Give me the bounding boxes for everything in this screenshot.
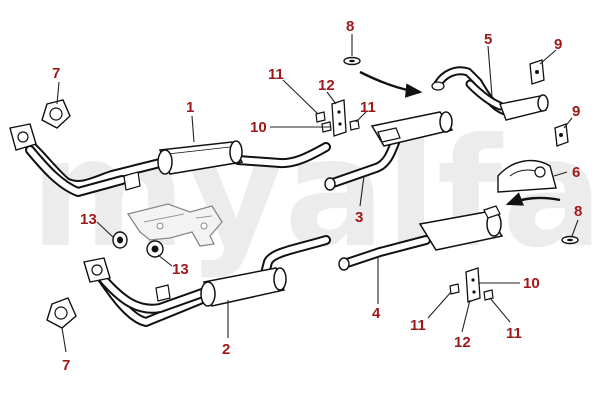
flange-gasket-7b[interactable] [46,297,77,329]
callout-7-top: 7 [52,65,60,82]
rear-silencer-3[interactable] [324,111,454,191]
nut-11d[interactable] [483,289,494,301]
callout-labels: 1 2 3 4 5 6 7 7 8 8 9 9 10 10 11 11 11 1… [52,18,582,374]
rubber-bushing-13b[interactable] [146,240,164,258]
callout-8-bottom: 8 [574,203,582,220]
callout-5: 5 [484,31,492,48]
front-pipe-silencer-2[interactable] [83,235,331,327]
callout-9-top: 9 [554,36,562,53]
callout-11-bottom-right: 11 [506,325,522,342]
mounting-plate-9a[interactable] [529,59,545,85]
rubber-ring-8b[interactable] [561,235,579,245]
callout-11-top-left: 11 [268,66,284,83]
callout-9-bottom: 9 [572,103,580,120]
callout-6: 6 [572,164,580,181]
nut-11a[interactable] [315,111,326,123]
callout-1: 1 [186,99,194,116]
nut-11c[interactable] [449,283,460,295]
rubber-bushing-13a[interactable] [112,231,128,249]
rubber-ring-8a[interactable] [343,56,361,66]
mounting-plate-9b[interactable] [554,123,569,147]
callout-4: 4 [372,305,381,322]
callout-10-top: 10 [250,119,267,136]
callout-2: 2 [222,341,230,358]
callout-7-bottom: 7 [62,357,70,374]
callout-13-bottom: 13 [172,261,189,278]
hanger-bracket-12b[interactable] [465,267,481,303]
callout-11-top-right: 11 [360,99,376,116]
callout-12-bottom: 12 [454,334,471,351]
callout-8-top: 8 [346,18,354,35]
hanger-bracket-12a[interactable] [331,99,347,137]
callout-13-top: 13 [80,211,97,228]
leader-lines [56,34,579,353]
rear-pipe-assembly-5[interactable] [431,66,549,121]
front-pipe-silencer-1[interactable] [9,123,331,197]
assembly-arrow-lower [505,192,561,206]
watermark: myalfa [30,107,600,281]
mounting-bracket[interactable] [126,203,223,247]
flange-gasket-7a[interactable] [41,99,71,129]
exhaust-clamp-6[interactable] [497,159,557,193]
callout-3: 3 [355,209,363,226]
callout-12-top: 12 [318,77,335,94]
rear-silencer-4[interactable] [338,205,504,271]
nut-11b[interactable] [349,119,360,131]
callout-11-bottom-left: 11 [410,317,426,334]
assembly-arrow-upper [359,70,423,98]
callout-10-bottom: 10 [523,275,540,292]
